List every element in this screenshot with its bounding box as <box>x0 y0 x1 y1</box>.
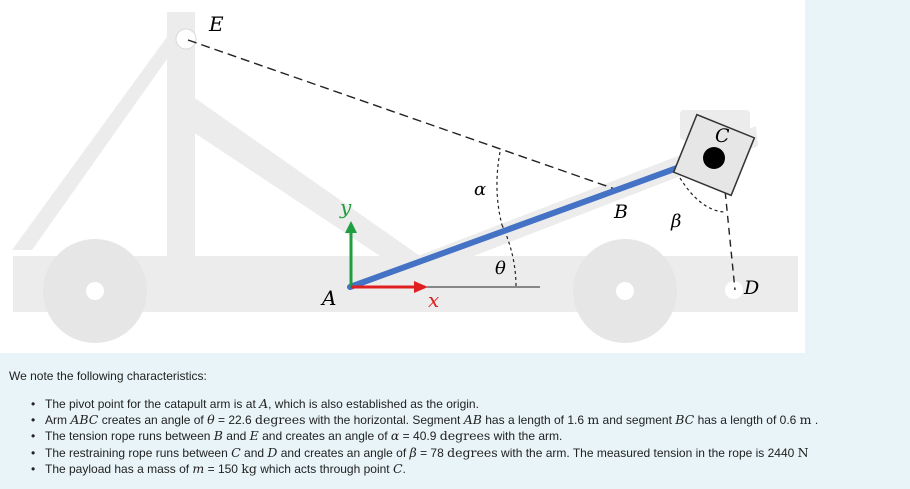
math-symbol: B <box>213 428 223 444</box>
label-theta: θ <box>495 258 506 279</box>
math-symbol: E <box>249 428 259 444</box>
fact-text: and segment <box>599 413 676 428</box>
label-c: C <box>715 125 730 147</box>
unit-text: m <box>587 412 600 428</box>
arm-abc <box>347 161 691 290</box>
fact-text: The tension rope runs between <box>45 429 214 444</box>
math-symbol: A <box>259 396 269 411</box>
rope-be <box>187 39 616 190</box>
characteristic-item: Arm ABC creates an angle of θ = 22.6 deg… <box>31 412 906 428</box>
characteristic-item: The pivot point for the catapult arm is … <box>31 396 906 412</box>
fact-text: . <box>402 461 406 476</box>
math-symbol: ABC <box>70 412 99 428</box>
frame-brace-right <box>190 96 420 256</box>
fact-text: has a length of 1.6 <box>481 413 588 428</box>
fact-text: creates an angle of <box>98 413 208 428</box>
math-symbol: C <box>392 460 403 476</box>
math-symbol: AB <box>463 412 482 428</box>
fact-text: = 150 <box>204 461 242 476</box>
label-y: y <box>339 195 352 219</box>
x-axis-arrowhead <box>414 281 428 293</box>
label-d: D <box>743 277 759 299</box>
unit-text: degrees <box>255 412 306 428</box>
fact-text: Arm <box>45 413 71 428</box>
fact-text: . <box>811 413 819 428</box>
catapult-diagram: E y α θ B β C A x D <box>0 0 805 353</box>
catapult-svg: E y α θ B β C A x D <box>12 12 798 343</box>
wheel-right-hub <box>616 282 634 300</box>
characteristic-item: The tension rope runs between B and E an… <box>31 428 906 444</box>
math-symbol: BC <box>675 412 695 428</box>
wheel-left-hub <box>86 282 104 300</box>
wheel-far-right-hub <box>725 281 743 299</box>
math-symbol: m <box>192 460 205 476</box>
unit-text: degrees <box>447 444 498 460</box>
fact-text: The restraining rope runs between <box>45 445 232 460</box>
label-x: x <box>428 288 439 312</box>
rope-cd <box>723 179 736 291</box>
math-symbol: C <box>231 444 241 460</box>
unit-text: m <box>799 412 812 428</box>
fact-text: has a length of 0.6 <box>694 413 800 428</box>
math-symbol: D <box>267 444 278 460</box>
math-symbol: β <box>409 444 417 460</box>
fact-text: and <box>240 445 268 460</box>
math-symbol: θ <box>207 412 215 428</box>
fact-text: and creates an angle of <box>277 445 410 460</box>
fact-text: = 22.6 <box>214 413 256 428</box>
fact-text: with the horizontal. Segment <box>305 413 464 428</box>
pulley-e <box>175 28 197 50</box>
characteristic-item: The restraining rope runs between C and … <box>31 445 906 461</box>
fact-text: The payload has a mass of <box>45 461 193 476</box>
intro-text: We note the following characteristics: <box>9 369 207 383</box>
characteristics-list: The pivot point for the catapult arm is … <box>31 396 906 477</box>
unit-text: N <box>797 444 809 460</box>
fact-text: = 40.9 <box>399 429 440 444</box>
payload-mass <box>703 147 725 169</box>
math-symbol: α <box>390 428 400 444</box>
label-e: E <box>208 12 224 36</box>
beta-arc <box>679 177 725 213</box>
label-a: A <box>320 286 336 310</box>
label-beta: β <box>670 211 681 232</box>
fact-text: which acts through point <box>256 461 393 476</box>
fact-text: and <box>222 429 250 444</box>
unit-text: degrees <box>439 428 491 444</box>
fact-text: and creates an angle of <box>258 429 391 444</box>
unit-text: kg <box>241 460 257 476</box>
y-axis-arrowhead <box>345 221 357 233</box>
fact-text: , which is also established as the origi… <box>268 397 479 411</box>
label-b: B <box>613 201 628 223</box>
fact-text: The pivot point for the catapult arm is … <box>45 397 260 411</box>
characteristic-item: The payload has a mass of m = 150 kg whi… <box>31 461 906 477</box>
alpha-arc <box>496 151 503 226</box>
fact-text: = 78 <box>416 445 448 460</box>
wheels <box>43 239 743 343</box>
fact-text: with the arm. <box>490 429 563 444</box>
frame-brace-left <box>12 30 172 250</box>
fact-text: with the arm. The measured tension in th… <box>497 445 798 460</box>
label-alpha: α <box>474 179 486 200</box>
